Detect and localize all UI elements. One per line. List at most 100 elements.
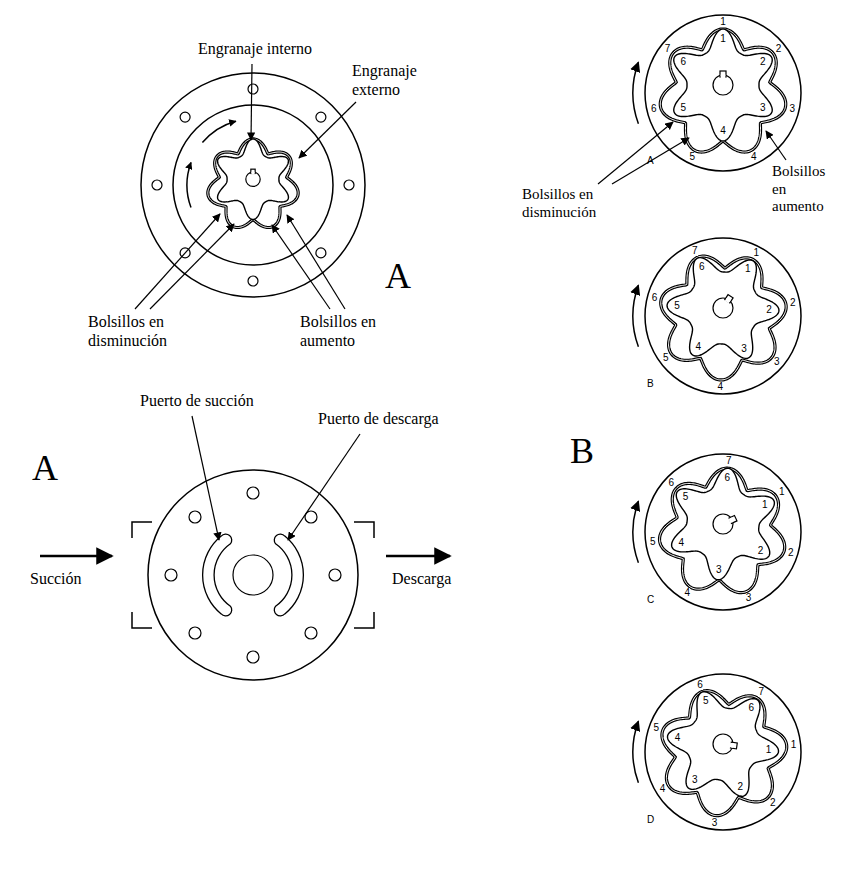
outer-gear-rim <box>645 15 801 171</box>
rotation-arrow <box>633 501 638 563</box>
callout-number: 6 <box>652 293 658 303</box>
callout-number: 1 <box>766 745 772 755</box>
flow-label: Descarga <box>392 570 451 589</box>
rotation-arrow <box>187 162 191 207</box>
outer-gear-profile <box>660 29 785 152</box>
shaft-bore <box>713 75 733 95</box>
flow-arrow <box>40 555 112 558</box>
inner-rotor <box>668 692 779 797</box>
outer-gear-profile <box>661 256 786 380</box>
gerotor-set <box>173 105 333 265</box>
leader-line <box>287 215 345 309</box>
callout-number: 5 <box>680 103 686 113</box>
callout-number: 2 <box>758 546 764 556</box>
callout-number: 4 <box>678 538 684 548</box>
keyway <box>731 742 738 749</box>
keyway <box>251 169 255 173</box>
leader-line <box>135 214 220 309</box>
callout-number: 3 <box>760 103 766 113</box>
gerotor-set <box>645 15 801 171</box>
figure-letter: B <box>570 430 594 472</box>
callout-number: 3 <box>741 344 747 354</box>
callout-number: 7 <box>665 44 671 54</box>
callout-number: 6 <box>749 703 755 713</box>
step-letter: C <box>647 594 654 606</box>
callout-number: 5 <box>674 301 680 311</box>
callout-number: 4 <box>675 733 681 743</box>
callout-number: 2 <box>788 548 794 558</box>
leader-line <box>299 102 356 158</box>
part-label: Engranaje externo <box>352 62 442 100</box>
outer-gear-profile <box>208 139 298 228</box>
discharge-port <box>274 534 303 616</box>
part-label: Puerto de descarga <box>318 410 439 429</box>
rotation-arrow <box>633 62 638 124</box>
keyway <box>251 172 254 175</box>
callout-number: 4 <box>660 784 666 794</box>
port-plate <box>148 470 358 680</box>
keyway <box>729 515 737 523</box>
shaft-bore <box>713 734 733 754</box>
gerotor-set <box>645 238 801 394</box>
rotation-arrow <box>633 721 638 783</box>
callout-number: 4 <box>751 152 757 162</box>
callout-number: 2 <box>790 298 796 308</box>
step-letter: A <box>647 155 654 167</box>
outer-gear-profile <box>662 691 787 816</box>
callout-number: 1 <box>720 34 726 44</box>
callout-number: 2 <box>738 782 744 792</box>
mounting-tabs <box>132 522 374 628</box>
keyway <box>725 295 733 303</box>
rotation-arrow <box>202 121 236 142</box>
callout-number: 1 <box>762 500 768 510</box>
outer-gear-profile <box>660 468 785 592</box>
figure-letter: A <box>32 447 58 489</box>
callout-number: 6 <box>668 478 674 488</box>
leader-line <box>150 224 234 309</box>
flow-label: Succión <box>30 570 82 589</box>
callout-number: 7 <box>726 456 732 466</box>
inner-rotor <box>672 468 775 580</box>
leader-line <box>766 131 786 160</box>
callout-number: 4 <box>720 126 726 136</box>
outer-gear-profile <box>208 139 298 228</box>
outer-gear-rim <box>645 238 801 394</box>
shaft-bore <box>713 298 733 318</box>
outer-gear-profile <box>660 468 785 592</box>
outer-gear-profile <box>660 29 785 152</box>
callout-number: 2 <box>766 305 772 315</box>
callout-number: 3 <box>712 818 718 828</box>
callout-number: 4 <box>684 588 690 598</box>
keyway <box>725 298 731 303</box>
pump-body <box>141 73 365 297</box>
outer-gear-rim <box>173 105 333 265</box>
callout-number: 4 <box>717 382 723 392</box>
callout-number: 1 <box>754 248 760 258</box>
keyway <box>251 169 255 174</box>
leader-line <box>192 416 219 540</box>
outer-gear-rim <box>645 454 801 610</box>
leader-line <box>612 138 689 184</box>
suction-port <box>203 534 232 616</box>
keyway <box>730 742 738 749</box>
gerotor-set <box>645 454 801 610</box>
inner-rotor <box>674 29 773 141</box>
flow-arrow <box>386 555 450 558</box>
callout-number: 5 <box>663 353 669 363</box>
callout-number: 2 <box>760 57 766 67</box>
callout-number: 3 <box>692 775 698 785</box>
callout-number: 5 <box>703 696 709 706</box>
outer-gear-profile <box>662 691 787 816</box>
callout-number: 3 <box>716 565 722 575</box>
callout-number: 1 <box>779 487 785 497</box>
inner-rotor <box>667 258 779 359</box>
callout-number: 1 <box>745 264 751 274</box>
callout-number: 2 <box>770 798 776 808</box>
shaft-bore <box>246 172 260 186</box>
callout-number: 5 <box>653 723 659 733</box>
callout-number: 3 <box>789 104 795 114</box>
callout-number: 6 <box>680 57 686 67</box>
annotation: Bolsillos en disminución <box>522 186 632 221</box>
bolt-holes <box>165 487 341 663</box>
annotation: Bolsillos en disminución <box>88 313 188 351</box>
